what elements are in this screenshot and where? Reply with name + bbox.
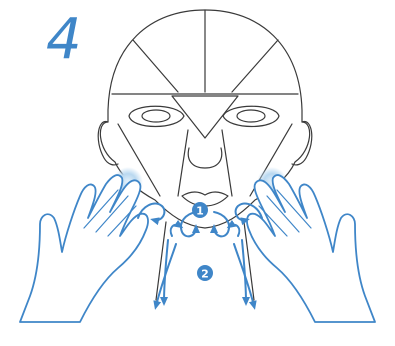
- badge-2-label: 2: [201, 268, 209, 281]
- badge-1-label: 1: [196, 205, 204, 218]
- right-hand: [247, 175, 375, 322]
- arrow-center-right-small: [230, 225, 239, 236]
- arrow-center-left-small: [171, 225, 180, 236]
- cheek-line-right: [222, 130, 232, 196]
- right-eye: [223, 106, 279, 126]
- forehead-line-right: [232, 40, 278, 92]
- forehead-line-left: [133, 40, 178, 92]
- nose: [188, 148, 222, 168]
- cheek-line-left: [178, 130, 188, 196]
- badge-1: 1: [192, 202, 208, 218]
- left-hand: [20, 175, 148, 322]
- step-number: 4: [46, 12, 82, 68]
- left-eye: [129, 106, 184, 126]
- nose-triangle: [172, 96, 238, 138]
- badge-2: 2: [197, 265, 213, 281]
